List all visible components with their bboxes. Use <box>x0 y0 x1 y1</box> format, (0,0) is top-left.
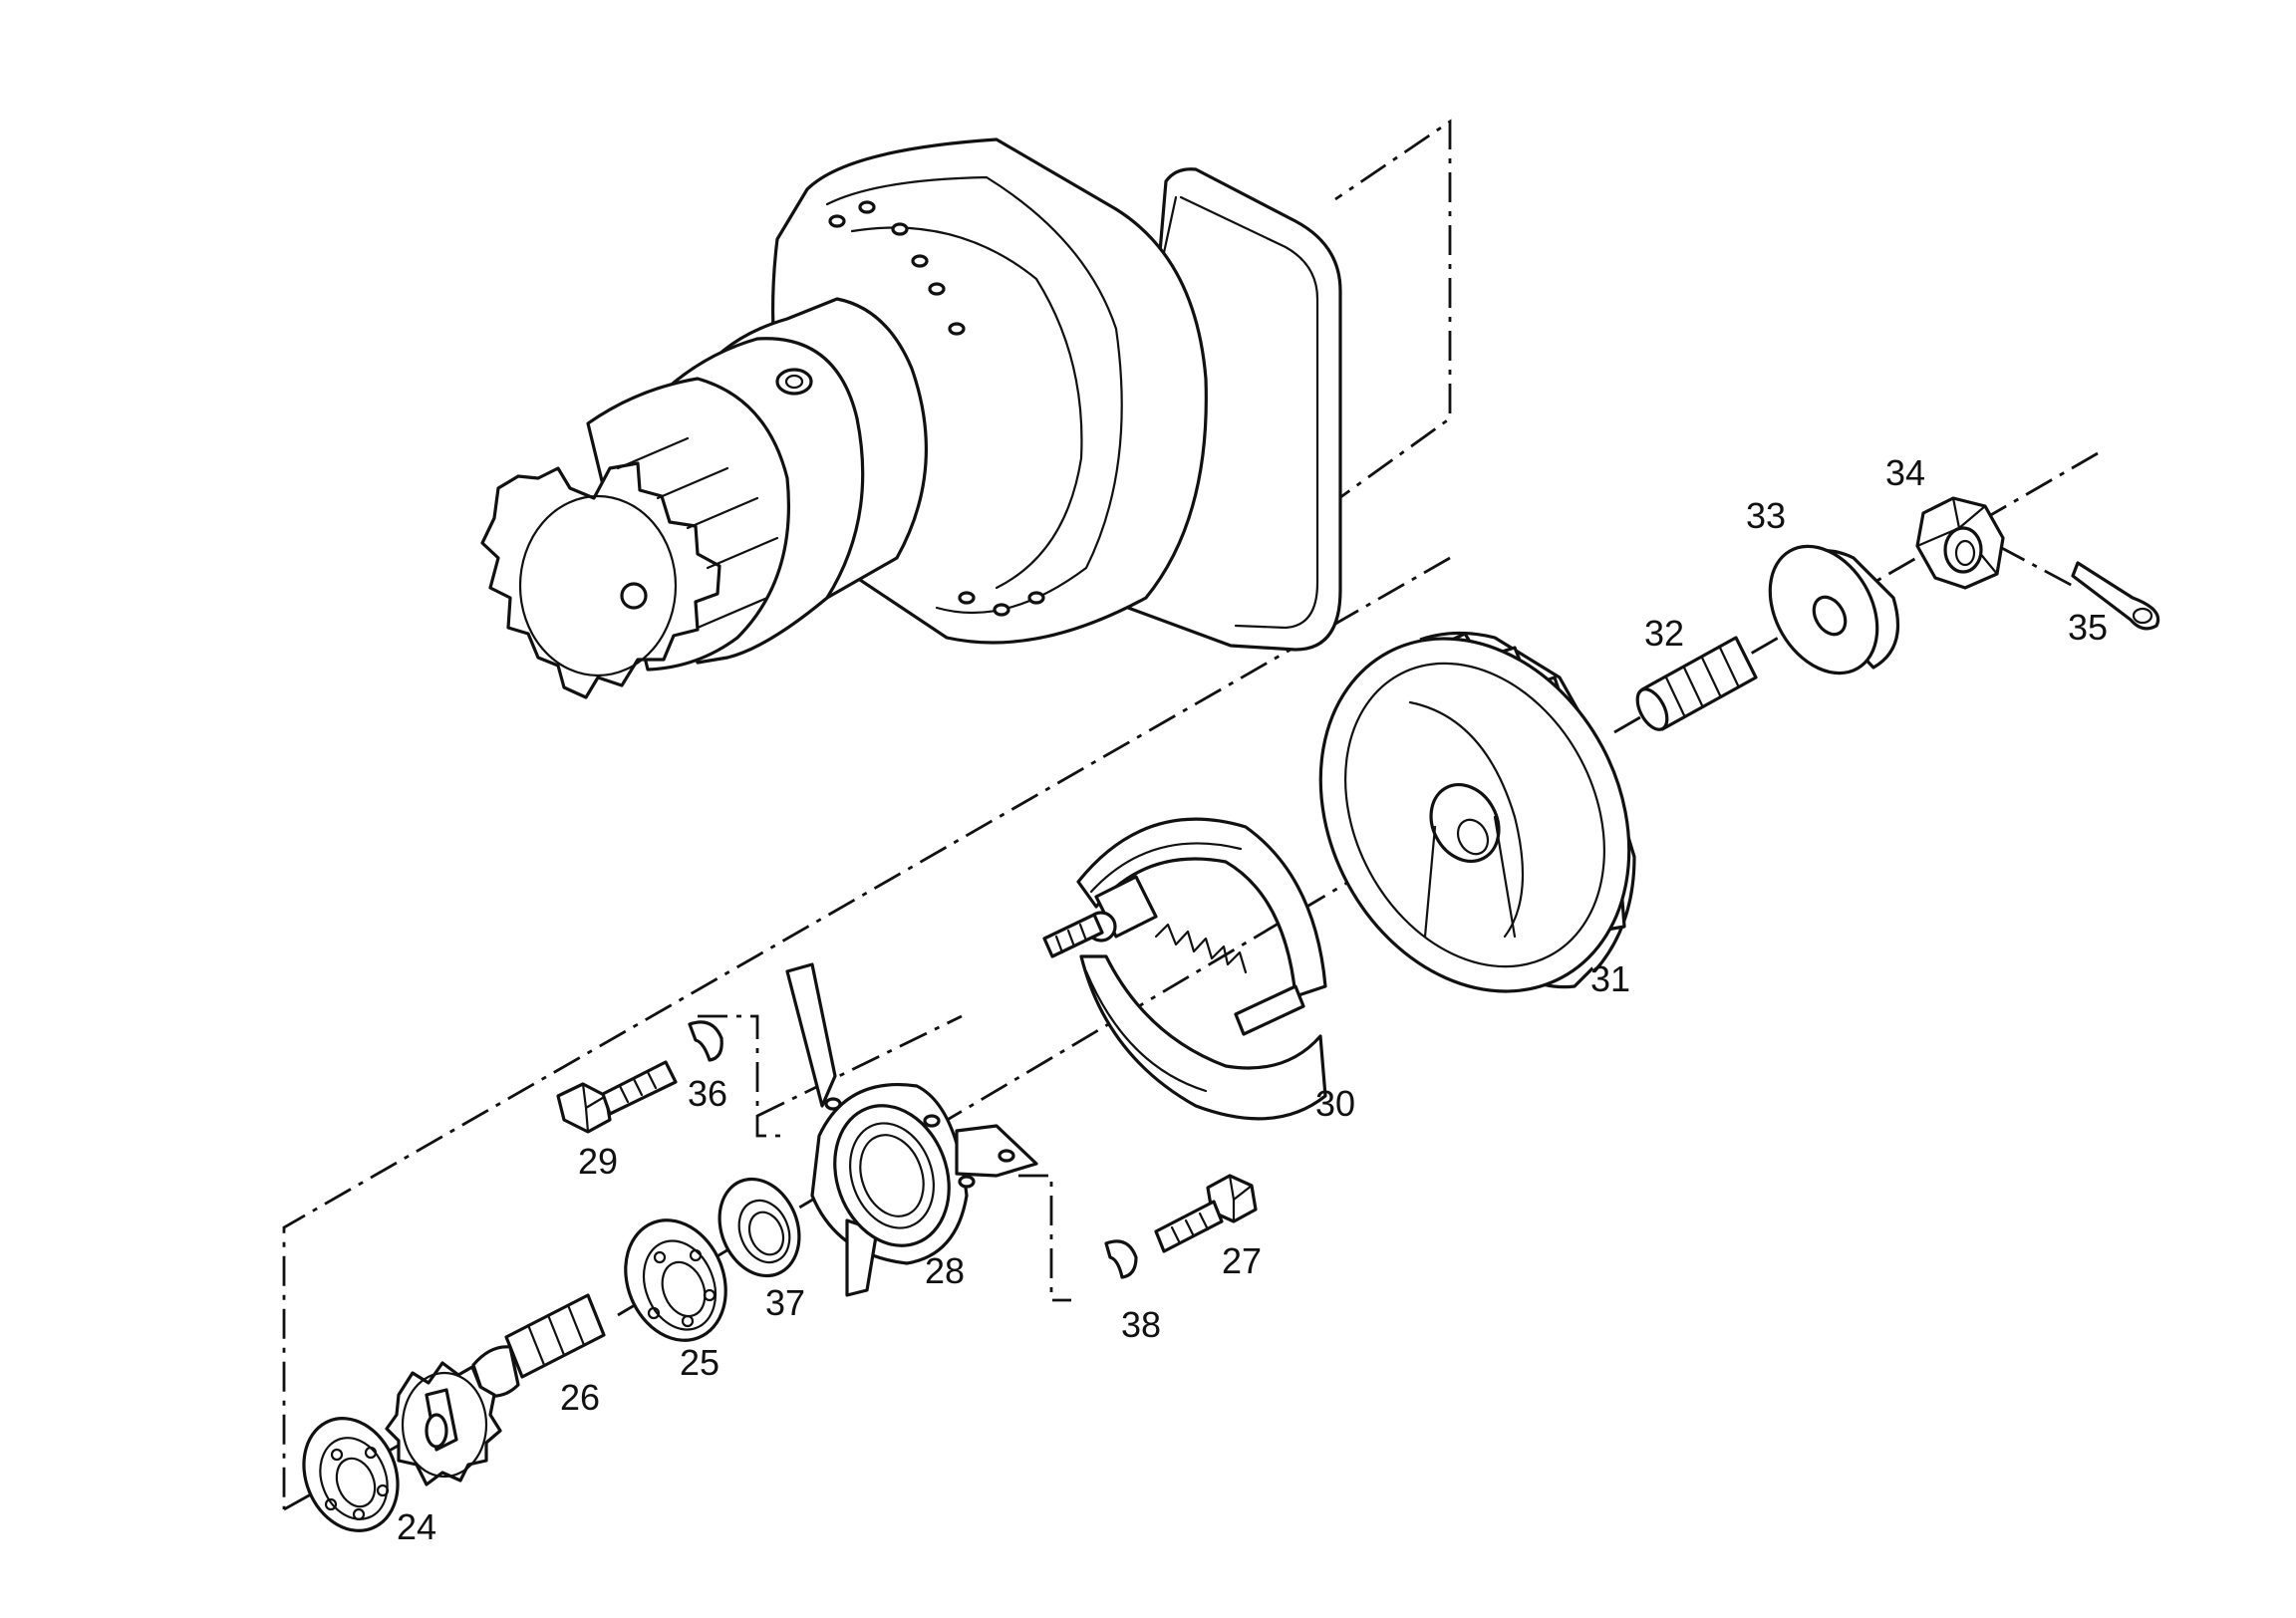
callout-38: 38 <box>1121 1304 1161 1345</box>
callout-32: 32 <box>1644 613 1684 654</box>
part-32-stud <box>1635 636 1758 731</box>
callout-37: 37 <box>765 1282 805 1323</box>
part-37-oil-seal <box>718 1177 801 1278</box>
axle-housing <box>480 137 1342 699</box>
part-29-bolt <box>556 1060 678 1134</box>
part-26-pinion-shaft <box>385 1293 606 1486</box>
part-24-bearing <box>302 1417 400 1532</box>
callout-24: 24 <box>397 1506 436 1547</box>
part-36-washer <box>688 1020 723 1062</box>
part-31-brake-drum <box>1318 631 1636 993</box>
part-30-brake-shoe-assembly <box>1042 817 1327 1121</box>
callout-26: 26 <box>560 1377 600 1418</box>
flange-bolt-holes <box>828 200 1045 617</box>
part-35-cotter-pin <box>2071 561 2160 631</box>
callout-27: 27 <box>1222 1240 1262 1281</box>
part-28-backing-plate <box>785 962 1038 1297</box>
pinion-gear <box>480 436 779 699</box>
callout-35: 35 <box>2068 607 2108 648</box>
part-27-bolt <box>1154 1174 1258 1253</box>
callout-labels: 24 25 26 27 28 29 30 31 32 33 34 35 36 3… <box>397 452 2108 1547</box>
callout-31: 31 <box>1590 958 1630 999</box>
part-25-bearing <box>624 1218 727 1342</box>
callout-30: 30 <box>1315 1083 1355 1124</box>
callout-33: 33 <box>1746 495 1786 536</box>
part-34-castle-nut <box>1915 496 2005 590</box>
callout-34: 34 <box>1885 452 1925 493</box>
callout-25: 25 <box>680 1342 719 1383</box>
callout-36: 36 <box>688 1073 727 1114</box>
callout-29: 29 <box>578 1141 618 1182</box>
callout-28: 28 <box>925 1250 965 1291</box>
lube-hole <box>775 368 813 396</box>
part-38-washer <box>1104 1239 1138 1279</box>
part-33-washer <box>1768 544 1900 675</box>
